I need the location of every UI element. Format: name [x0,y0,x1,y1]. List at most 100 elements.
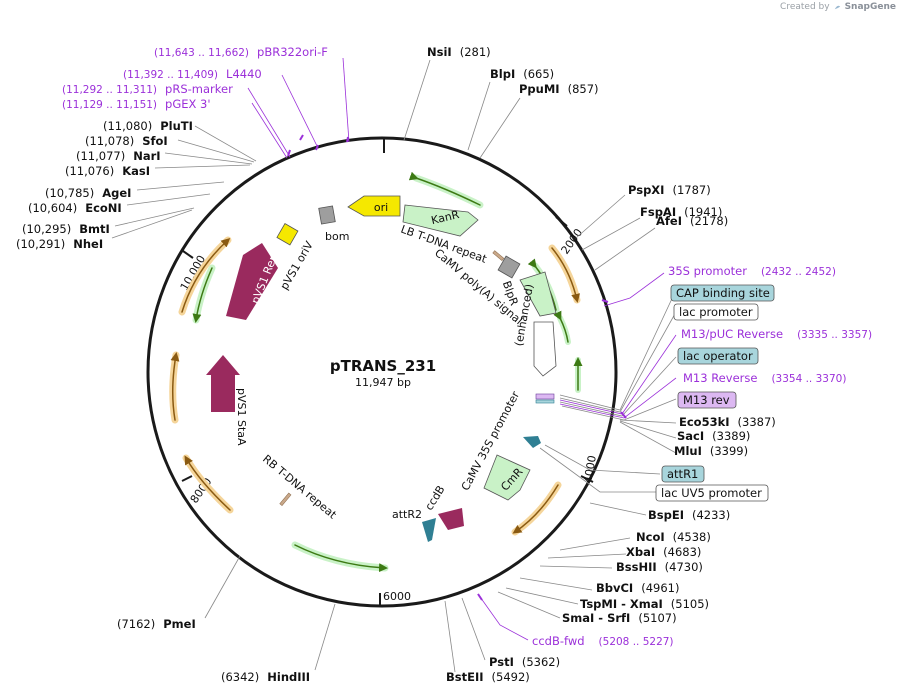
lac-uv5-box [655,484,769,502]
pvs1-oriv-shape [276,223,299,246]
site-kasi: (11,076)KasI [65,164,150,178]
primer-mark-pgex [287,149,291,157]
leader-ppumi [479,97,521,159]
snapgene-logo-icon [834,5,840,9]
leader-agei [136,181,225,191]
leader-bbvci [519,577,593,591]
leader-l4440 [281,74,319,149]
leader-m13rev-primer [559,377,677,419]
site-blpi: BlpI(665) [490,67,554,81]
site-smai-srfi: SmaI - SrfI(5107) [562,611,677,625]
leader-pmei [204,555,241,619]
leader-lacprom [559,311,677,413]
leader-tspmi [505,587,579,605]
leader-attr1 [544,444,661,475]
ori-shape [347,195,401,217]
primer-m13-reverse: M13 Reverse(3354 .. 3370) [683,371,846,385]
site-nari: (11,077)NarI [76,149,161,163]
site-sfoi: (11,078)SfoI [85,134,168,148]
leader-econi [126,193,211,206]
primer-mark-prs [299,134,304,141]
site-afei: AfeI(2178) [656,214,728,228]
leader-blpi [467,81,491,151]
credit-prefix: Created by [780,2,830,12]
site-ppumi: PpuMI(857) [519,82,599,96]
leader-fspai [581,217,641,251]
primer-m13-puc-reverse: M13/pUC Reverse(3335 .. 3357) [681,327,872,341]
lac-promoter-box [673,303,759,321]
attr1-box [661,465,705,483]
site-psti: PstI(5362) [489,655,560,669]
arc-orange-1-line [551,247,581,303]
leader-lacop [559,356,677,417]
site-bspei: BspEI(4233) [648,508,730,522]
arc-green-bottom-line [294,544,388,573]
tick-label-6000: 6000 [383,590,411,603]
pvs1-oriv-label: pVS1 oriV [278,239,316,293]
site-pluti: (11,080)PluTI [103,119,193,133]
leader-cap [559,289,677,411]
lac-ops-shape [535,393,555,400]
primer-ccdb-fwd: ccdB-fwd(5208 .. 5227) [532,634,674,648]
tick-4000 [580,475,594,483]
leader-nari [164,152,253,165]
leader-mlui [619,421,677,454]
lac-promoter-label: lac promoter [679,305,753,319]
leader-lacuv5 [539,447,656,493]
tick-2000 [555,216,568,227]
leader-afei [594,227,656,271]
arc-orange-left-low-line [184,455,231,511]
primer-prs-marker: (11,292 .. 11,311)pRS-marker [62,82,233,96]
primer-mark-ccdb [477,593,483,601]
camv35s-shape [533,321,557,377]
leader-bspei [589,502,647,516]
arc-orange-left-mid-line [170,352,180,421]
cap-binding-label: CAP binding site [676,286,770,300]
primer-mark-m13 [620,411,627,419]
pvs1-staa-shape [206,355,240,412]
primer-marks [287,134,627,601]
plasmid-name: pTRANS_231 [330,357,436,375]
kanr-shape [402,204,479,237]
kanr-label: KanR [430,208,461,227]
arc-orange-left-up-line [181,237,231,313]
attr1-shape [523,436,541,448]
primer-pbr322ori-f: (11,643 .. 11,662)pBR322ori-F [154,45,328,59]
leader-pspxi [575,194,626,239]
leader-smai [497,591,561,619]
primer-pgex-3: (11,129 .. 11,151)pGEX 3' [62,97,211,111]
site-bsteii: BstEII(5492) [446,670,530,684]
leader-saci [619,420,677,439]
leader-nhei [111,209,193,239]
bom-label: bom [325,230,349,243]
backbone-circle [146,136,618,608]
arc-orange-2-line [512,484,559,534]
rb-tdna-label: RB T-DNA repeat [260,452,339,521]
ori-label: ori [374,201,388,214]
tick-label-4000: 4000 [581,454,599,484]
pvs1-staa-label: pVS1 StaA [235,388,248,446]
lb-tdna-shape [492,250,505,261]
site-pspxi: PspXI(1787) [628,183,711,197]
leader-ncoi [559,537,631,551]
leader-bmti [114,207,195,227]
site-hindiii: (6342)HindIII [221,670,310,684]
leader-prs [247,87,291,158]
site-mlui: MluI(3399) [674,444,748,458]
m13-rev-label: M13 rev [683,393,730,407]
credit-brand: SnapGene [844,2,896,12]
primer-mark-pbr [346,136,349,143]
primer-mark-l4440 [315,144,319,151]
tick-10000 [182,250,194,259]
arc-kanr-outer-line [408,171,481,206]
leader-pgex [251,102,288,159]
primer-35s-promoter: 35S promoter(2432 .. 2452) [668,264,836,278]
leader-35s-promoter [603,272,665,307]
site-econi: (10,604)EcoNI [28,201,122,215]
site-nsii: NsiI(281) [427,45,491,59]
leader-ccdb-fwd [477,593,529,641]
tick-marks [181,138,594,606]
bom-shape [318,205,336,225]
plasmid-size: 11,947 bp [355,376,411,389]
